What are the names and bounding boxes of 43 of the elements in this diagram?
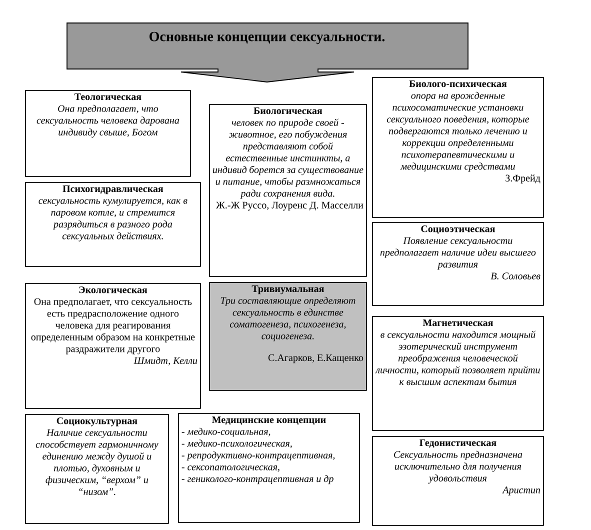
- concept-box: [209, 282, 367, 391]
- concept-box: [25, 414, 169, 524]
- concept-box: [25, 182, 201, 267]
- concept-heading: Гедонистическая: [420, 439, 496, 448]
- author-names: З.Фрейд: [506, 174, 540, 184]
- concept-heading: Теологическая: [74, 93, 142, 100]
- concept-description: Наличие сексуальности способствует гармоничному единению между душой и плотью, духовным и физическим, “верхом” и “низом”.: [36, 429, 158, 496]
- author-names: Аристип: [502, 486, 540, 496]
- concept-box: [178, 413, 360, 523]
- concept-description: Появление сексуальности предполагает наличие идеи высшего развития: [380, 237, 536, 270]
- concept-heading: Биологическая: [254, 107, 322, 114]
- concept-heading: Медицинские концепции: [212, 416, 326, 425]
- author-names: Шмидт, Келли: [134, 356, 198, 366]
- concept-description: в сексуальности находится мощный эзотерический инструмент преображения человеческой личности, который позволяет прийти к высшим аспектам бытия: [375, 330, 540, 386]
- concept-heading: Психогидравлическая: [62, 185, 164, 194]
- concept-description: Она предполагает, что сексуальность человека дарована индивиду свыше, Богом: [36, 104, 180, 138]
- author-names: Ж.-Ж Руссо, Лоуренс Д. Масселли: [216, 202, 364, 211]
- concept-description: человек по природе своей - животное, его побуждения представляют собой естественные инстинкты, а индивид борется за существование и питание, чтобы размножаться ради сохранения вида.: [212, 118, 364, 199]
- concept-description: Она предполагает, что сексуальность есть предрасположение одного человека для реагирования определенным образом на конкретные раздражители другого: [31, 298, 195, 354]
- concept-box: [209, 104, 367, 277]
- concept-heading: Социоэтическая: [421, 225, 495, 234]
- concept-description: сексуальность кумулируется, как в паровом котле, и стремится разрядиться в разного рода сексуальных действиях.: [38, 199, 188, 242]
- list-item: - гениколого-контрацептивная и др: [182, 475, 334, 484]
- concept-description: Сексуальность предназначена исключительно для получения удовольствия: [394, 450, 522, 484]
- author-names: С.Агарков, Е.Кащенко: [268, 354, 364, 364]
- concept-description: Три составляющие определяют сексуальность в единстве соматогенеза, психогенеза, социогенеза.: [220, 296, 356, 342]
- concept-heading: Социокультурная: [56, 417, 138, 426]
- concept-heading: Экологическая: [79, 286, 148, 294]
- list-item: - сексопатологическая,: [182, 465, 280, 472]
- concept-heading: Магнетическая: [422, 319, 493, 326]
- concept-box: [372, 436, 544, 526]
- concept-box: [372, 77, 544, 218]
- concept-box: [25, 90, 191, 177]
- concept-heading: Тривиумальная: [252, 285, 324, 294]
- concept-heading: Биолого-психическая: [409, 80, 507, 88]
- concept-box: [25, 283, 201, 409]
- list-item: - репродуктивно-контрацептивная,: [182, 451, 335, 461]
- concept-description: опора на врожденные психосоматические установки сексуального поведения, которые подвергаются только лечению и коррекции определенными психотерапевтическими и медицинскими средствами: [386, 92, 530, 172]
- concept-box: [372, 316, 544, 431]
- author-names: В. Соловьев: [490, 272, 540, 280]
- list-item: - медико-психологическая,: [182, 440, 292, 448]
- list-item: - медико-социальная,: [182, 428, 270, 437]
- concept-box: [372, 222, 544, 306]
